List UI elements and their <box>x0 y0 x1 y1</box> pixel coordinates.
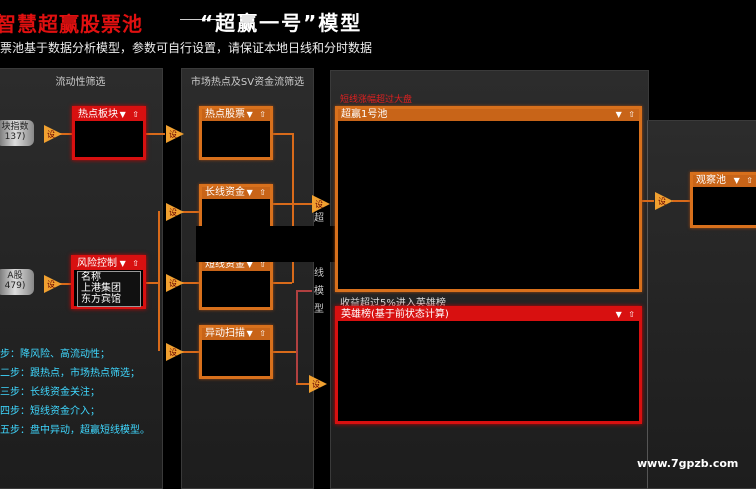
model-title: “超赢一号”模型 <box>200 11 363 35</box>
title-divider <box>180 19 220 20</box>
index-source[interactable]: 块指数 137) <box>0 120 34 146</box>
vertical-char: 超 <box>314 213 324 224</box>
risk-control-title: 风险控制 <box>77 258 117 269</box>
steps-list: 步：降风险、高流动性； 二步：跟热点，市场热点筛选； 三步：长线资金关注； 四步… <box>0 345 150 440</box>
anomaly-scan-title: 异动扫描 <box>205 328 245 339</box>
hotspot-panel-title: 市场热点及SV资金流筛选 <box>190 77 305 88</box>
setting-arrow-button[interactable]: 设 <box>312 195 330 213</box>
ab-source-label: A股 <box>7 271 23 281</box>
liquidity-panel-title: 流动性筛选 <box>55 77 106 88</box>
box-controls-icon[interactable]: ▼ ⇧ <box>246 329 268 338</box>
hot-stock-title: 热点股票 <box>205 109 245 120</box>
model-vertical-label: 线 模 型 <box>313 265 325 319</box>
index-source-count: 137) <box>4 132 26 142</box>
box-controls-icon[interactable]: ▼ ⇧ <box>246 188 268 197</box>
observe-pool-box[interactable]: 观察池 ▼ ⇧ <box>690 172 756 228</box>
vertical-char: 型 <box>314 304 324 315</box>
pool-hint: 短线涨幅超过大盘 <box>340 95 413 105</box>
step-item: 步：降风险、高流动性； <box>0 349 110 360</box>
list-header: 名称 <box>81 272 101 283</box>
setting-arrow-button[interactable]: 设 <box>166 203 184 221</box>
connector <box>270 133 292 135</box>
ab-source-count: 479) <box>4 281 26 291</box>
setting-arrow-label: 设 <box>169 279 177 288</box>
risk-stock-list[interactable]: 名称 上港集团 东方宾馆 <box>77 271 141 307</box>
box-controls-icon[interactable]: ▼ ⇧ <box>615 110 637 119</box>
connector <box>143 133 165 135</box>
ab-source[interactable]: A股 479) <box>0 269 34 295</box>
super-pool-box[interactable]: 超赢1号池 ▼ ⇧ <box>335 106 642 292</box>
setting-arrow-label: 设 <box>169 208 177 217</box>
model-vertical-label: 超 <box>313 210 325 228</box>
connector <box>143 282 160 284</box>
list-item[interactable]: 东方宾馆 <box>81 294 121 305</box>
box-controls-icon[interactable]: ▼ ⇧ <box>119 110 141 119</box>
hot-sector-box[interactable]: 热点板块▼ ⇧ <box>72 106 146 160</box>
setting-arrow-button[interactable]: 设 <box>655 192 673 210</box>
connector <box>292 133 294 203</box>
connector <box>182 211 204 213</box>
vertical-char: 线 <box>314 268 324 279</box>
setting-arrow-label: 设 <box>312 380 320 389</box>
step-item: 三步：长线资金关注； <box>0 387 100 398</box>
anomaly-scan-box[interactable]: 异动扫描▼ ⇧ <box>199 325 273 379</box>
connector <box>296 383 310 385</box>
setting-arrow-label: 设 <box>658 197 666 206</box>
setting-arrow-button[interactable]: 设 <box>166 343 184 361</box>
box-controls-icon[interactable]: ▼ ⇧ <box>246 260 268 269</box>
connector <box>270 203 312 205</box>
connector <box>640 200 654 202</box>
setting-arrow-button[interactable]: 设 <box>44 275 62 293</box>
hero-hint: 收益超过5%进入英雄榜 <box>340 298 446 309</box>
long-capital-title: 长线资金 <box>205 187 245 198</box>
box-controls-icon[interactable]: ▼ ⇧ <box>733 176 755 185</box>
setting-arrow-label: 设 <box>47 130 55 139</box>
setting-arrow-label: 设 <box>47 280 55 289</box>
setting-arrow-button[interactable]: 设 <box>166 125 184 143</box>
connector <box>182 351 204 353</box>
setting-arrow-label: 设 <box>315 200 323 209</box>
watermark: www.7gpzb.com <box>637 457 739 470</box>
list-item[interactable]: 上港集团 <box>81 283 121 294</box>
hero-list-box[interactable]: 英雄榜(基于前状态计算) ▼ ⇧ <box>335 306 642 424</box>
connector <box>296 290 312 292</box>
index-source-label: 块指数 <box>1 122 29 132</box>
step-item: 四步：短线资金介入； <box>0 406 100 417</box>
hot-sector-title: 热点板块 <box>78 109 118 120</box>
short-capital-box[interactable]: 短线资金▼ ⇧ <box>199 256 273 310</box>
hero-list-title: 英雄榜(基于前状态计算) <box>341 309 449 320</box>
setting-arrow-button[interactable]: 设 <box>309 375 327 393</box>
page-title: 智慧超赢股票池 <box>0 12 143 36</box>
connector <box>270 351 296 353</box>
overlay-block <box>196 226 336 262</box>
setting-arrow-label: 设 <box>169 348 177 357</box>
connector <box>270 282 292 284</box>
step-item: 五步：盘中异动，超赢短线模型。 <box>0 425 150 436</box>
box-controls-icon[interactable]: ▼ ⇧ <box>119 259 141 268</box>
setting-arrow-button[interactable]: 设 <box>166 274 184 292</box>
setting-arrow-button[interactable]: 设 <box>44 125 62 143</box>
step-item: 二步：跟热点，市场热点筛选； <box>0 368 140 379</box>
short-capital-title: 短线资金 <box>205 259 245 270</box>
connector <box>182 282 204 284</box>
subtitle: 票池基于数据分析模型，参数可自行设置，请保证本地日线和分时数据 <box>0 41 373 55</box>
box-controls-icon[interactable]: ▼ ⇧ <box>615 310 637 319</box>
box-controls-icon[interactable]: ▼ ⇧ <box>246 110 268 119</box>
hot-stock-box[interactable]: 热点股票▼ ⇧ <box>199 106 273 160</box>
observe-pool-title: 观察池 <box>696 175 726 186</box>
connector <box>296 290 298 383</box>
vertical-char: 模 <box>314 286 324 297</box>
connector <box>672 200 692 202</box>
setting-arrow-label: 设 <box>169 130 177 139</box>
super-pool-title: 超赢1号池 <box>341 109 388 120</box>
risk-control-box[interactable]: 风险控制▼ ⇧ 名称 上港集团 东方宾馆 <box>71 255 146 309</box>
connector <box>158 211 160 351</box>
